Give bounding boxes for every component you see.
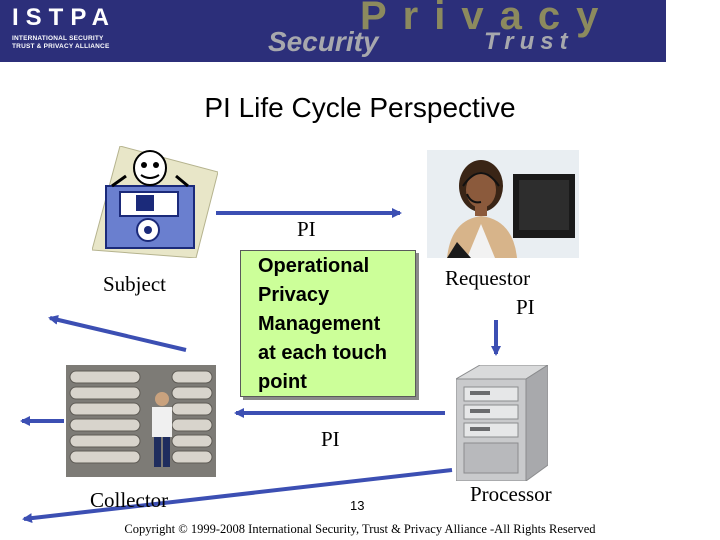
pi-label-right: PI [516,295,535,320]
pi-label-bottom: PI [321,427,340,452]
subject-label: Subject [103,272,166,297]
requestor-label: Requestor [445,266,530,291]
processor-label: Processor [470,482,552,507]
copyright-notice: Copyright © 1999-2008 International Secu… [0,522,720,537]
page-number: 13 [350,498,364,513]
operational-privacy-text: Operational Privacy Management at each t… [258,252,414,397]
arrow-collector-to-subject [50,318,186,350]
arrow-processor-to-outside [24,470,452,519]
pi-label-top: PI [297,217,316,242]
collector-label: Collector [90,488,168,513]
center-line-5: point [258,368,414,397]
center-line-3: Management [258,310,414,339]
center-line-4: at each touch [258,339,414,368]
center-line-1: Operational [258,252,414,281]
center-line-2: Privacy [258,281,414,310]
